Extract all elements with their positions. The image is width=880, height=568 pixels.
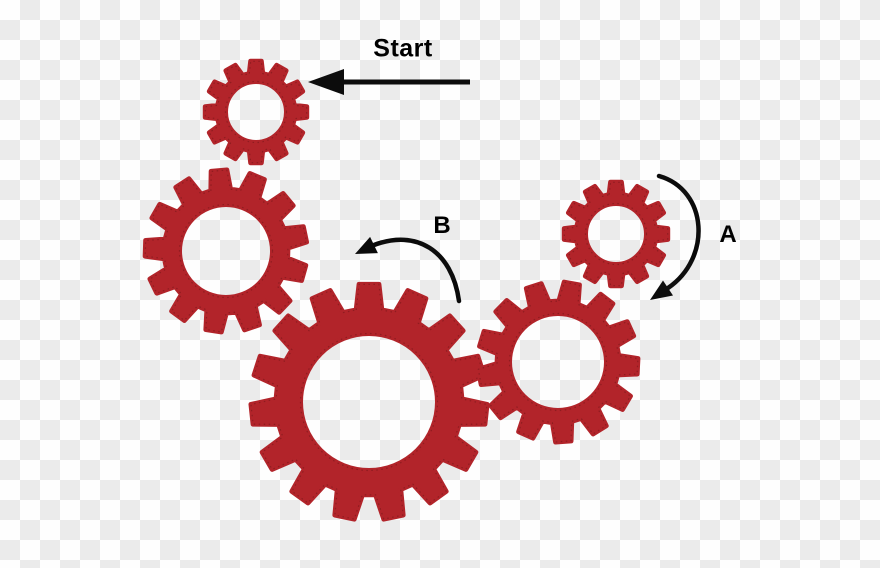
gear-right-medium (475, 279, 641, 445)
gear-top-small-stipple-outline (204, 60, 308, 164)
gear-top-small (202, 58, 310, 166)
rotation-arrow-a-arc (656, 173, 701, 291)
gear-left-medium-stipple-outline (144, 169, 308, 333)
b-label: B (433, 212, 451, 239)
rotation-arrow-b-head-icon (355, 236, 378, 254)
start-arrow-head-icon (308, 69, 344, 95)
a-label: A (719, 221, 737, 248)
gear-right-medium-stipple-outline (477, 281, 639, 443)
gear-top-right-small-stipple-outline (563, 181, 669, 287)
rotation-arrow-a-head-icon (650, 280, 673, 300)
rotation-arrow-b-arc (371, 237, 462, 304)
gear-center-large (248, 281, 490, 522)
gear-left-medium (142, 167, 309, 335)
start-label: Start (373, 34, 433, 63)
gear-top-right-small (561, 179, 671, 289)
gear-center-large-stipple-outline (250, 283, 488, 520)
